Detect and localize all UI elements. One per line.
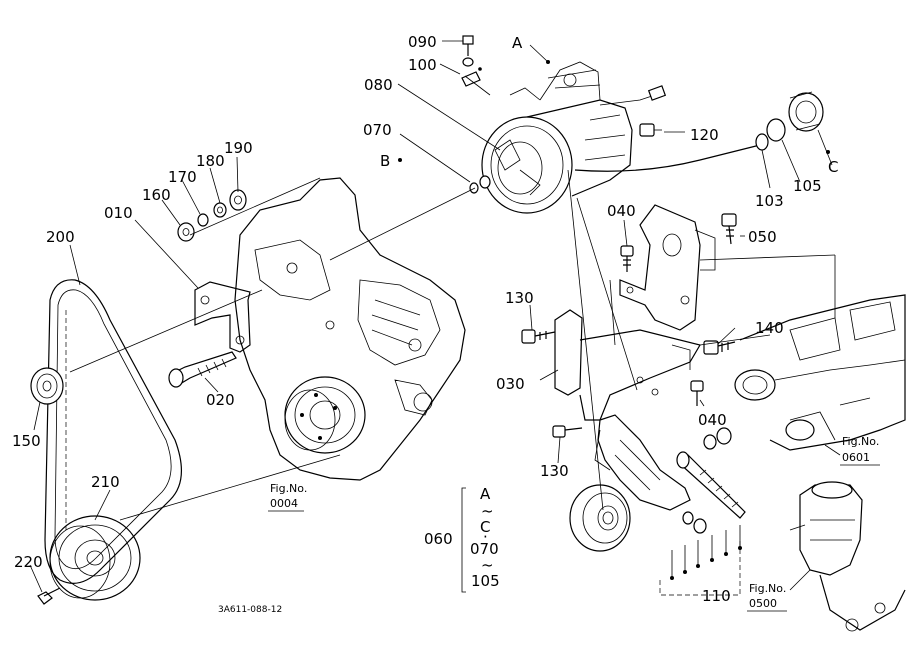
callout-040-upper: 040 — [607, 202, 636, 220]
bearing-c — [788, 91, 824, 132]
callout-180: 180 — [196, 152, 225, 170]
tension-arm — [594, 414, 691, 511]
center-lines — [69, 75, 836, 596]
callout-190: 190 — [224, 139, 253, 157]
v-belt-200 — [44, 279, 183, 584]
nut-190 — [229, 189, 247, 211]
callout-130-lower: 130 — [540, 462, 569, 480]
gear-case — [234, 177, 466, 481]
callout-210: 210 — [91, 473, 120, 491]
callout-050: 050 — [748, 228, 777, 246]
callout-130-upper: 130 — [505, 289, 534, 307]
bracket-050 — [619, 204, 716, 331]
bolt-090 — [462, 35, 474, 56]
callout-220: 220 — [14, 553, 43, 571]
callout-030: 030 — [496, 375, 525, 393]
range-to: C — [480, 518, 490, 536]
manifold-0601 — [734, 294, 906, 451]
range-105: 105 — [471, 572, 500, 590]
range-from: A — [480, 485, 491, 503]
callout-060: 060 — [424, 530, 453, 548]
callout-170: 170 — [168, 168, 197, 186]
callout-080: 080 — [364, 76, 393, 94]
marker-c: C — [828, 158, 838, 176]
pulley-150 — [30, 367, 64, 405]
callout-103: 103 — [755, 192, 784, 210]
crank-pulley — [284, 376, 366, 454]
fig-ref-0004-number: 0004 — [270, 497, 298, 510]
marker-a: A — [512, 34, 523, 52]
callout-120: 120 — [690, 126, 719, 144]
callout-010: 010 — [104, 204, 133, 222]
leader-lines — [29, 40, 841, 593]
snap-ring-105 — [766, 118, 786, 142]
callout-dots — [670, 546, 742, 580]
bolt-130-lower — [552, 425, 583, 438]
range-sep-2: ~ — [481, 556, 494, 574]
pulley-210 — [49, 515, 141, 601]
bolt-040-upper — [620, 245, 634, 272]
callout-020: 020 — [206, 391, 235, 409]
callout-labels: 090 100 080 070 120 190 180 170 160 010 … — [12, 33, 838, 605]
bolt-130-upper — [521, 329, 556, 344]
thermostat-0500 — [789, 481, 906, 632]
bolt-040-lower — [690, 380, 704, 406]
range-070: 070 — [470, 540, 499, 558]
fig-ref-0004-label: Fig.No. — [270, 482, 307, 495]
bolt-020 — [168, 351, 237, 388]
washer-180 — [213, 202, 227, 218]
marker-b: B — [380, 152, 390, 170]
marker-dot-a — [546, 60, 550, 64]
drawing-code: 3A611-088-12 — [218, 605, 282, 615]
fig-ref-0004: Fig.No. 0004 — [268, 482, 307, 512]
fig-ref-0500: Fig.No. 0500 — [747, 582, 787, 612]
fig-ref-0601-label: Fig.No. — [842, 435, 879, 448]
bolt-220 — [37, 587, 61, 605]
compressor-080 — [481, 61, 667, 214]
range-sep-1: ~ — [481, 502, 494, 520]
callout-040-lower: 040 — [698, 411, 727, 429]
marker-dot-c — [826, 150, 830, 154]
callout-200: 200 — [46, 228, 75, 246]
marker-dot-100 — [478, 67, 482, 71]
washer-170 — [197, 213, 209, 227]
callout-140: 140 — [755, 319, 784, 337]
marker-dot-b — [398, 158, 402, 162]
callout-150: 150 — [12, 432, 41, 450]
wire-lead — [574, 144, 761, 172]
fig-ref-0601: Fig.No. 0601 — [840, 435, 880, 466]
spacer-160 — [177, 222, 195, 242]
plate-030 — [554, 309, 701, 421]
fig-ref-0500-label: Fig.No. — [749, 582, 786, 595]
fig-ref-0601-number: 0601 — [842, 451, 870, 464]
bolt-120 — [639, 123, 662, 137]
bracket-010 — [194, 281, 251, 353]
callout-105: 105 — [793, 177, 822, 195]
bolt-050 — [721, 213, 737, 245]
callout-110: 110 — [702, 587, 731, 605]
range-bracket-060: A ~ C · 070 ~ 105 — [461, 485, 500, 593]
fitting-100 — [461, 57, 481, 87]
ring-103 — [755, 133, 769, 151]
fig-ref-0500-number: 0500 — [749, 597, 777, 610]
callout-160: 160 — [142, 186, 171, 204]
adjust-bolt-110 — [676, 427, 746, 534]
callout-090: 090 — [408, 33, 437, 51]
callout-070: 070 — [363, 121, 392, 139]
idler-pulley — [569, 484, 631, 552]
washer-070 — [469, 175, 491, 194]
range-dot: · — [483, 528, 488, 546]
callout-100: 100 — [408, 56, 437, 74]
